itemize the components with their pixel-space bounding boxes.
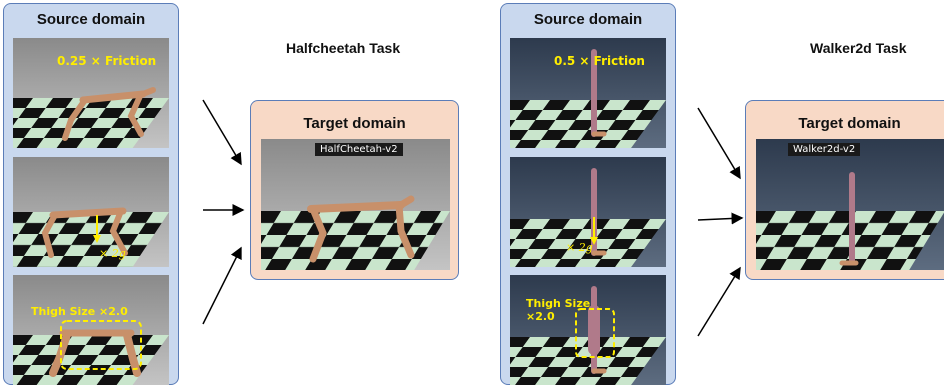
env-badge: HalfCheetah-v2: [315, 143, 403, 156]
gravity-label: × 2g: [566, 241, 593, 254]
source-domain-title: Source domain: [36, 11, 146, 28]
thigh-size-label-line1: Thigh Size: [526, 297, 591, 310]
source-domain-panel-halfcheetah: Source domain 0.25 × Friction × 2g: [3, 3, 179, 385]
halfcheetah-arrows: [202, 99, 245, 325]
walker2d-arrows: [697, 107, 744, 337]
target-domain-panel-halfcheetah: Target domain HalfCheetah-v2: [250, 100, 459, 280]
source-domain-panel-walker2d: Source domain 0.5 × Friction × 2g: [500, 3, 676, 385]
walker-target-scene: Walker2d-v2: [756, 139, 944, 270]
target-domain-panel-walker2d: Target domain Walker2d-v2: [745, 100, 944, 280]
halfcheetah-friction-scene: 0.25 × Friction: [13, 38, 169, 148]
halfcheetah-target-scene: HalfCheetah-v2: [261, 139, 450, 270]
source-domain-title: Source domain: [533, 11, 643, 28]
walker-thigh-scene: Thigh Size ×2.0: [510, 275, 666, 385]
walker-gravity-scene: × 2g: [510, 157, 666, 267]
arrow-top: [202, 99, 242, 166]
halfcheetah-task-title: Halfcheetah Task: [286, 40, 401, 56]
friction-label: 0.5 × Friction: [554, 54, 645, 68]
walker-friction-scene: 0.5 × Friction: [510, 38, 666, 148]
gravity-label: × 2g: [99, 247, 126, 260]
thigh-size-label-line2: ×2.0: [526, 310, 555, 323]
walker2d-task-title: Walker2d Task: [810, 40, 907, 56]
arrow-top: [697, 107, 741, 180]
thigh-size-label: Thigh Size ×2.0: [526, 297, 590, 323]
halfcheetah-thigh-scene: Thigh Size ×2.0: [13, 275, 169, 385]
target-domain-title: Target domain: [303, 115, 406, 132]
target-domain-title: Target domain: [798, 115, 901, 132]
arrow-bottom: [697, 266, 741, 337]
friction-label: 0.25 × Friction: [57, 54, 157, 68]
arrow-bottom: [202, 246, 242, 325]
halfcheetah-gravity-scene: × 2g: [13, 157, 169, 267]
env-badge: Walker2d-v2: [788, 143, 861, 156]
thigh-size-label: Thigh Size ×2.0: [31, 305, 128, 318]
arrow-middle: [697, 212, 744, 225]
